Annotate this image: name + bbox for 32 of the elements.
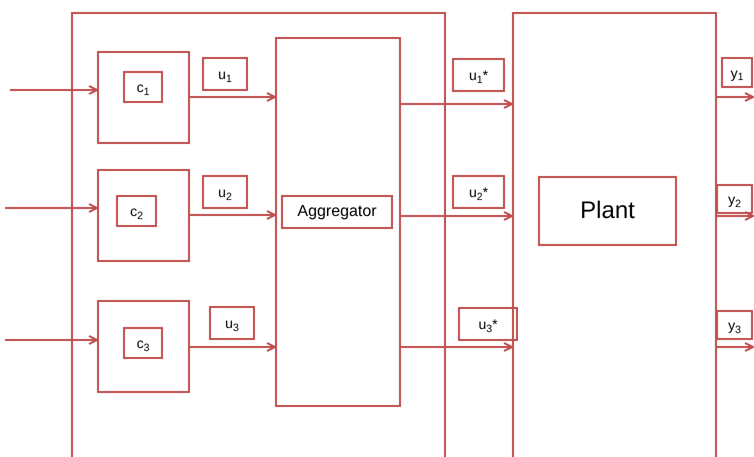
- arrow: [5, 203, 98, 213]
- arrow: [401, 342, 513, 352]
- arrow: [190, 210, 276, 220]
- arrow: [401, 211, 513, 221]
- arrow: [5, 335, 98, 345]
- arrow: [717, 92, 754, 102]
- label-box: y$_{1}$: [721, 57, 753, 88]
- label-box: u$_{1}$: [202, 57, 248, 91]
- block-box: [97, 300, 190, 393]
- label-box: y$_{3}$: [716, 310, 753, 340]
- label-box: Aggregator: [281, 195, 393, 229]
- arrow: [401, 99, 513, 109]
- label-box: Plant: [538, 176, 677, 246]
- label-box: c$_{2}$: [116, 195, 157, 227]
- block-box: [97, 169, 190, 262]
- label-box: u$_{2}$: [202, 175, 248, 209]
- block-box: [275, 37, 401, 407]
- label-box: u$_{3}$*: [458, 307, 518, 341]
- arrow: [717, 211, 754, 221]
- label-box: u$_{3}$: [209, 306, 255, 340]
- label-box: u$_{2}$*: [452, 175, 505, 209]
- arrow: [717, 342, 754, 352]
- block-box: [97, 51, 190, 144]
- arrow: [10, 85, 98, 95]
- label-box: y$_{2}$: [716, 184, 753, 214]
- arrow: [190, 92, 276, 102]
- label-box: u$_{1}$*: [452, 58, 505, 92]
- label-box: c$_{1}$: [123, 71, 163, 103]
- block-box: [512, 12, 717, 457]
- label-box: c$_{3}$: [123, 327, 163, 359]
- block-box: [71, 12, 446, 457]
- arrow: [190, 342, 276, 352]
